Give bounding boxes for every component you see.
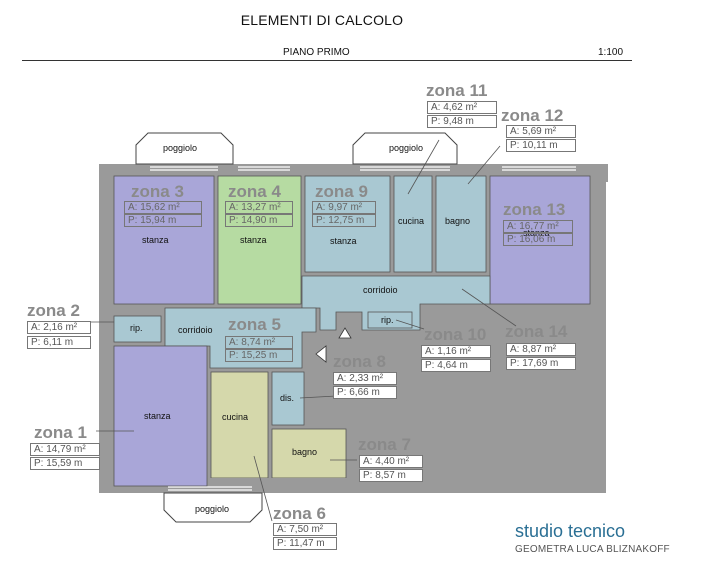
zone-name-3: zona 3 <box>131 182 184 201</box>
zone-name-13: zona 13 <box>503 200 566 219</box>
zone-area-9: A: 9,97 m² <box>312 201 376 214</box>
zone-area-5: A: 8,74 m² <box>225 336 293 349</box>
zone-area-11: A: 4,62 m² <box>427 101 497 114</box>
room-label-rip-10: rip. <box>381 315 394 325</box>
zone-area-2: A: 2,16 m² <box>27 321 91 334</box>
balcony-top <box>352 132 458 165</box>
zone-area-8: A: 2,33 m² <box>333 372 397 385</box>
zone-name-2: zona 2 <box>27 301 80 320</box>
zone-perimeter-8: P: 6,66 m <box>333 386 397 399</box>
zone-perimeter-2: P: 6,11 m <box>27 336 91 349</box>
room-label-corridoio-5: corridoio <box>178 325 213 335</box>
balcony-label-left: poggiolo <box>163 143 198 153</box>
zone-area-12: A: 5,69 m² <box>506 125 576 138</box>
room-label-cucina-11: cucina <box>398 216 425 226</box>
scale-label: 1:100 <box>598 47 624 58</box>
zone-perimeter-9: P: 12,75 m <box>312 214 376 227</box>
drawing-title: ELEMENTI DI CALCOLO <box>240 12 404 28</box>
room-label-bagno-7: bagno <box>292 447 318 457</box>
room-label-dis-8: dis. <box>280 393 295 403</box>
zone-perimeter-7: P: 8,57 m <box>359 469 423 482</box>
window-marks <box>150 166 576 491</box>
balcony-left <box>135 132 234 165</box>
entrance-marker <box>338 327 352 339</box>
balcony-label-bottom: poggiolo <box>195 504 230 514</box>
room-label-bagno-12: bagno <box>445 216 471 226</box>
zone-area-6: A: 7,50 m² <box>273 523 337 536</box>
zone-name-5: zona 5 <box>228 315 281 334</box>
room-zona-12 <box>435 175 487 273</box>
zone-area-7: A: 4,40 m² <box>359 455 423 468</box>
room-zona-4 <box>217 175 302 305</box>
zone-name-12: zona 12 <box>501 106 564 125</box>
zone-perimeter-14: P: 17,69 m <box>506 357 576 370</box>
balcony-label-top: poggiolo <box>389 143 424 153</box>
zone-name-6: zona 6 <box>273 504 326 523</box>
right-wall-extension <box>596 164 608 182</box>
room-label-stanza-9: stanza <box>330 236 357 246</box>
room-label-stanza-4: stanza <box>240 235 267 245</box>
author-name: GEOMETRA LUCA BLIZNAKOFF <box>515 544 670 555</box>
zone-perimeter-13: P: 16,06 m <box>503 233 573 246</box>
zone-area-13: A: 16,77 m² <box>503 220 573 233</box>
zone-name-11: zona 11 <box>426 81 488 100</box>
room-zona-8 <box>271 371 305 426</box>
zone-area-10: A: 1,16 m² <box>421 345 491 358</box>
room-zona-10 <box>367 311 413 329</box>
bottom-wall-edge <box>210 478 350 486</box>
room-label-stanza-1: stanza <box>144 411 171 421</box>
zone-perimeter-5: P: 15,25 m <box>225 349 293 362</box>
zone-name-14: zona 14 <box>505 322 568 341</box>
balcony-bottom <box>163 492 263 523</box>
room-label-corridoio-14: corridoio <box>363 285 398 295</box>
room-zona-6 <box>210 371 269 479</box>
zone-perimeter-3: P: 15,94 m <box>124 214 202 227</box>
room-label-stanza-3: stanza <box>142 235 169 245</box>
zone-area-3: A: 15,62 m² <box>124 201 202 214</box>
room-zona-13 <box>489 175 591 305</box>
room-zona-14 <box>301 275 491 331</box>
floor-label: PIANO PRIMO <box>283 47 350 58</box>
room-zona-2 <box>113 315 162 343</box>
door-marker <box>315 345 327 363</box>
header-rule <box>22 60 632 61</box>
zone-perimeter-12: P: 10,11 m <box>506 139 576 152</box>
zone-area-14: A: 8,87 m² <box>506 343 576 356</box>
leader-lines <box>86 139 517 522</box>
room-label-rip-2: rip. <box>130 323 143 333</box>
zone-perimeter-1: P: 15,59 m <box>30 457 100 470</box>
zone-perimeter-4: P: 14,90 m <box>225 214 293 227</box>
zone-name-1: zona 1 <box>34 423 87 442</box>
zone-perimeter-11: P: 9,48 m <box>427 115 497 128</box>
zone-perimeter-10: P: 4,64 m <box>421 359 491 372</box>
zone-name-8: zona 8 <box>333 352 386 371</box>
room-zona-3 <box>113 175 215 305</box>
studio-name: studio tecnico <box>515 521 626 541</box>
room-label-cucina-6: cucina <box>222 412 249 422</box>
zone-name-4: zona 4 <box>228 182 281 201</box>
zone-name-7: zona 7 <box>358 435 411 454</box>
room-zona-11 <box>393 175 433 273</box>
zone-area-4: A: 13,27 m² <box>225 201 293 214</box>
room-zona-1 <box>113 345 208 487</box>
zone-area-1: A: 14,79 m² <box>30 443 100 456</box>
zone-name-9: zona 9 <box>315 182 368 201</box>
zone-name-10: zona 10 <box>424 325 487 344</box>
zone-perimeter-6: P: 11,47 m <box>273 537 337 550</box>
